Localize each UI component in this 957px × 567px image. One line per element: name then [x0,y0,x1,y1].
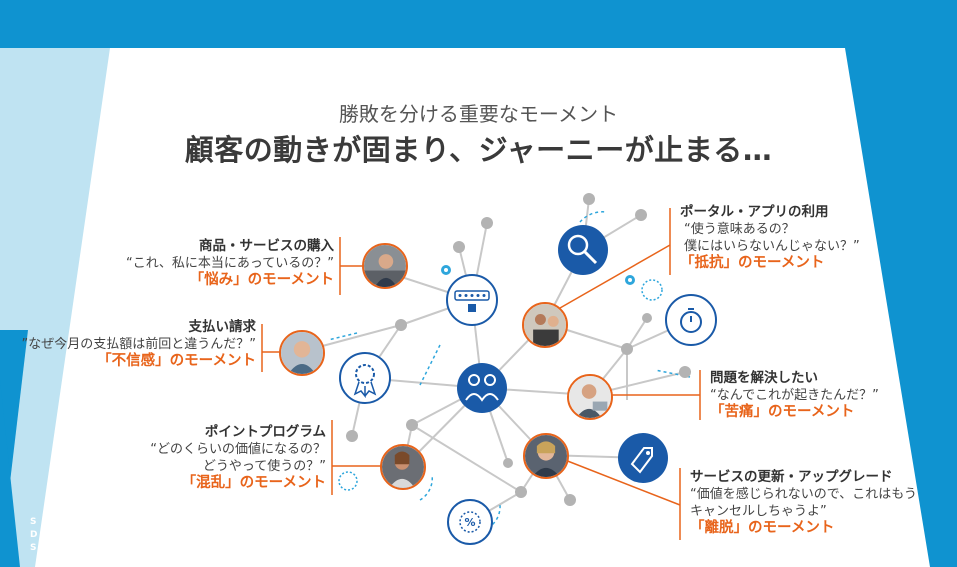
callout-moment: 「不信感」のモーメント [97,353,256,369]
callout-billing: 支払い請求 ”なぜ今月の支払額は前回と違うんだ？” 「不信感」のモーメント [22,319,256,370]
callout-quote: “価値を感じられないので、これはもう [690,487,917,502]
callout-moment: 「悩み」のモーメント [189,272,334,288]
callout-portal: ポータル・アプリの利用 “使う意味あるの？ 僕にはいらないんじゃない？” 「抵抗… [680,204,860,272]
callout-quote: ”なぜ今月の支払額は前回と違うんだ？” [21,337,256,352]
callout-heading: 問題を解決したい [710,370,818,386]
callout-renewal: サービスの更新・アップグレード “価値を感じられないので、これはもう キャンセル… [690,469,917,537]
slide-title: 顧客の動きが固まり、ジャーニーが止まる… [184,133,773,167]
callout-quote: 僕にはいらないんじゃない？” [684,239,860,254]
photo-renewal [523,433,569,479]
tag-icon [618,433,668,483]
logo-line: SUN [30,517,76,527]
callout-quote: キャンセルしちゃうよ” [690,504,827,519]
discount-icon: % [447,499,493,545]
callout-quote: “使う意味あるの？ [684,222,795,237]
callout-quote: “どのくらいの価値になるの？ [150,442,326,457]
callout-heading: 商品・サービスの購入 [199,238,334,254]
gear-icon [441,265,635,285]
callout-moment: 「抵抗」のモーメント [680,255,825,271]
callout-moment: 「苦痛」のモーメント [710,404,855,420]
photo-portal [522,302,568,348]
callout-purchase: 商品・サービスの購入 “これ、私に本当にあっているの？” 「悩み」のモーメント [126,238,334,289]
award-icon [339,352,391,404]
photo-points [380,444,426,490]
slide-subtitle: 勝敗を分ける重要なモーメント [338,102,619,126]
callout-moment: 「離脱」のモーメント [690,520,835,536]
svg-text:%: % [464,516,475,529]
rating-icon [446,274,498,326]
photo-purchase [362,243,408,289]
callout-moment: 「混乱」のモーメント [181,475,326,491]
callout-heading: ポータル・アプリの利用 [680,204,829,220]
callout-quote: どうやって使うの？” [202,459,326,474]
search-icon [558,225,608,275]
people-icon [457,363,507,413]
callout-heading: 支払い請求 [188,319,257,335]
photo-billing [279,330,325,376]
logo-line: SKY [30,543,74,553]
photo-problem [567,374,613,420]
sundaysky-logo: SUN DAY SKY [30,516,75,555]
callout-points: ポイントプログラム “どのくらいの価値になるの？ どうやって使うの？” 「混乱」… [150,424,326,492]
callout-quote: “なんでこれが起きたんだ？” [710,388,879,403]
callout-heading: ポイントプログラム [204,424,326,440]
callout-problem: 問題を解決したい “なんでこれが起きたんだ？” 「苦痛」のモーメント [710,370,879,421]
callout-heading: サービスの更新・アップグレード [690,469,893,485]
logo-line: DAY [30,530,75,540]
callout-quote: “これ、私に本当にあっているの？” [126,256,334,271]
stopwatch-icon [665,294,717,346]
